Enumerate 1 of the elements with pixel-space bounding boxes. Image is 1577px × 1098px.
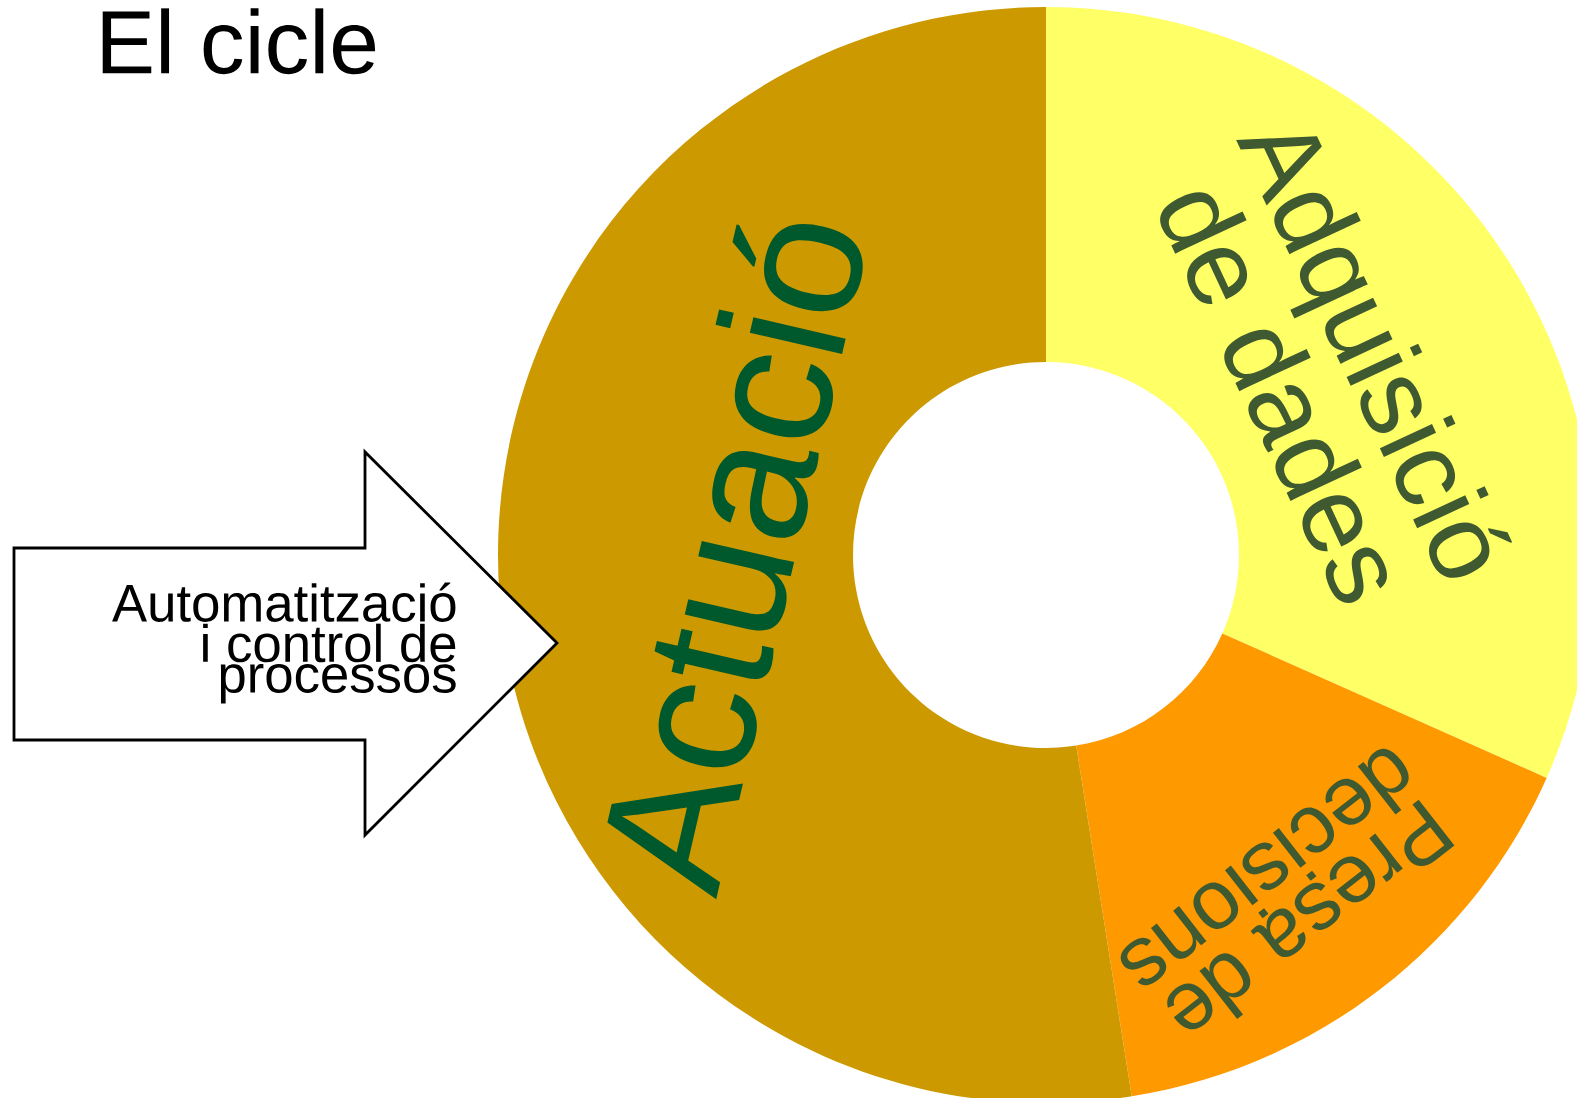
title: El cicle [102, 8, 376, 75]
